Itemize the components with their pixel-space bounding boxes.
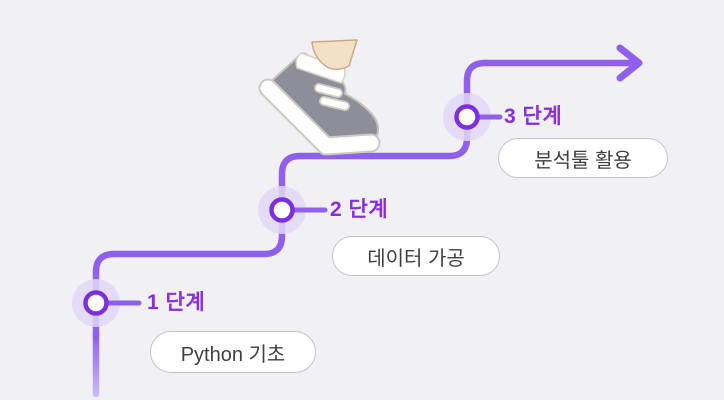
step-badge-3: 분석툴 활용 <box>498 138 668 178</box>
step-label-3: 3 단계 <box>504 105 563 128</box>
step-label-1: 1 단계 <box>147 291 206 314</box>
walking-shoe-icon <box>258 39 381 156</box>
step-label-2: 2 단계 <box>330 198 389 221</box>
step-badge-2: 데이터 가공 <box>332 236 500 276</box>
step-node-1 <box>83 290 109 316</box>
step-badge-1: Python 기초 <box>150 331 316 373</box>
step-path-line <box>92 59 637 340</box>
step-node-2 <box>269 197 295 223</box>
step-node-3 <box>454 104 480 130</box>
arrow-right-icon <box>616 44 643 82</box>
